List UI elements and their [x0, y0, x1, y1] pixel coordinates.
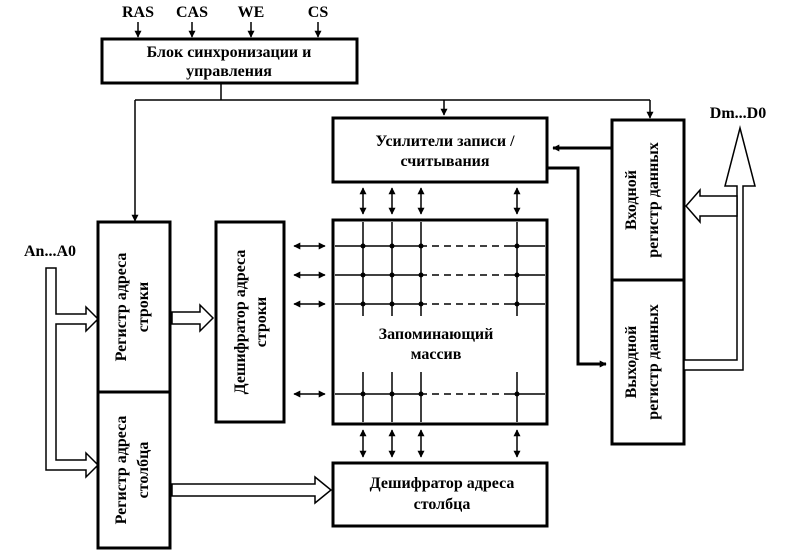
array-label-2: массив — [411, 346, 462, 363]
column-decoder-block — [331, 461, 549, 528]
data-bus-label: Dm...D0 — [710, 105, 766, 122]
amplifiers-label-1: Усилители записи / — [375, 133, 515, 150]
column-address-register-block — [96, 390, 172, 550]
memory-array-grid — [335, 222, 545, 422]
write-read-amplifiers-block — [331, 116, 549, 184]
sync-control-block — [100, 37, 359, 85]
column-decoder-label-2: столбца — [414, 496, 471, 513]
control-input-arrows — [134, 22, 322, 38]
memory-cell-dots — [360, 243, 520, 397]
signal-cs: CS — [308, 4, 329, 21]
output-register-label-2: регистр данных — [645, 304, 662, 420]
array-label-background — [345, 320, 535, 368]
column-register-label-1: Регистр адреса — [113, 416, 130, 525]
output-data-register-block — [610, 278, 686, 446]
column-register-to-decoder-arrow — [171, 475, 333, 505]
row-register-to-decoder-arrow — [171, 303, 215, 333]
sync-block-label-1: Блок синхронизации и — [147, 44, 312, 61]
data-in-arrow — [685, 188, 738, 224]
column-decoder-label-1: Дешифратор адреса — [370, 475, 515, 492]
data-bus-arrow — [683, 125, 756, 371]
row-register-label-1: Регистр адреса — [113, 253, 130, 362]
row-address-register-block — [96, 220, 172, 394]
control-bus — [131, 83, 654, 222]
row-decoder-block — [214, 220, 286, 424]
row-decoder-label-2: строки — [253, 297, 270, 348]
amplifiers-label-2: считывания — [400, 153, 489, 170]
sync-block-label-2: управления — [186, 63, 272, 80]
bit-lines-top — [359, 187, 521, 215]
input-register-label-2: регистр данных — [645, 142, 662, 258]
row-decoder-label-1: Дешифратор адреса — [232, 250, 249, 395]
input-register-label-1: Входной — [623, 170, 640, 230]
amplifiers-to-output-arrow — [547, 166, 607, 368]
signal-ras: RAS — [122, 4, 154, 21]
column-register-label-2: столбца — [135, 442, 152, 499]
output-register-label-1: Выходной — [623, 326, 640, 399]
address-bus-label: An...A0 — [24, 243, 76, 260]
signal-cas: CAS — [176, 4, 208, 21]
array-label-1: Запоминающий — [379, 326, 494, 343]
bit-lines-bottom — [359, 429, 521, 458]
row-select-lines — [293, 242, 326, 398]
signal-we: WE — [238, 4, 265, 21]
row-register-label-2: строки — [135, 282, 152, 333]
address-bus-arrow — [45, 267, 100, 479]
